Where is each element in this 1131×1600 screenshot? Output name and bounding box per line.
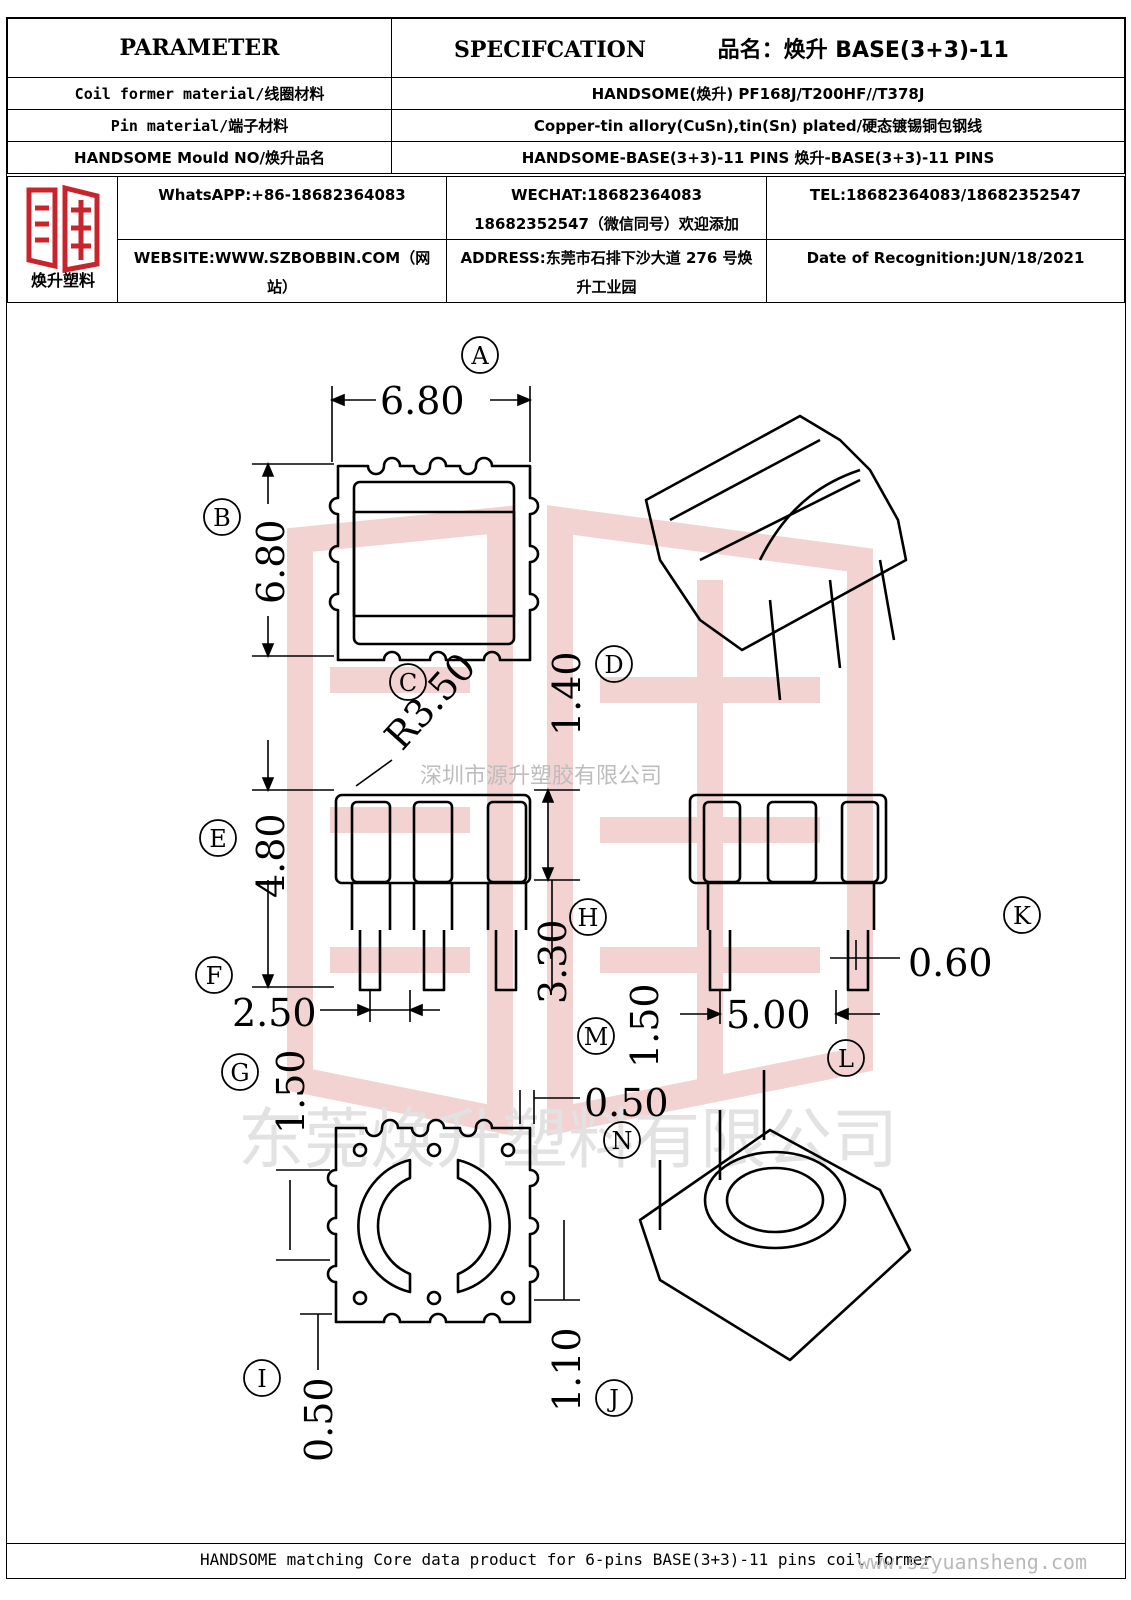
label-j: J [606, 1385, 619, 1413]
dim-n: 0.50 [584, 1081, 669, 1125]
pin-material-label: Pin material/端子材料 [7, 109, 392, 142]
dim-k: 0.60 [908, 941, 993, 985]
specification-heading: SPECIFCATION 品名：焕升 BASE(3+3)-11 [391, 18, 1125, 78]
watermark-logo [287, 505, 873, 1136]
coil-material-value: HANDSOME(焕升) PF168J/T200HF//T378J [391, 77, 1125, 110]
label-i: I [257, 1365, 266, 1393]
wechat: WECHAT:18682364083 18682352547（微信同号）欢迎添加 [446, 176, 767, 240]
specification-title: SPECIFCATION [454, 37, 646, 63]
label-l: L [838, 1045, 854, 1073]
dim-h: 3.30 [531, 919, 575, 1004]
label-f: F [206, 962, 223, 990]
dim-m: 1.50 [623, 983, 667, 1068]
dim-l: 5.00 [726, 993, 811, 1037]
side-view [688, 793, 888, 992]
website: WEBSITE:WWW.SZBOBBIN.COM（网站） [117, 239, 447, 303]
spec-sheet: PARAMETER SPECIFCATION 品名：焕升 BASE(3+3)-1… [6, 17, 1126, 1579]
bottom-view [326, 1118, 540, 1324]
dim-a: 6.80 [380, 379, 465, 423]
dim-i: 0.50 [297, 1377, 341, 1462]
dimension-lines [252, 386, 900, 1370]
coil-material-label: Coil former material/线圈材料 [7, 77, 392, 110]
front-view [334, 793, 532, 992]
dim-c: R3.50 [376, 644, 484, 758]
label-h: H [578, 904, 599, 932]
label-c: C [399, 669, 417, 697]
watermark-url: www.szyuansheng.com [858, 1550, 1087, 1574]
dim-j: 1.10 [545, 1327, 589, 1412]
dim-d: 1.40 [545, 651, 589, 736]
address: ADDRESS:东莞市石排下沙大道 276 号焕升工业园 [446, 239, 767, 303]
footer-caption: HANDSOME matching Core data product for … [7, 1543, 1125, 1578]
logo-caption: 焕升塑料 [30, 271, 94, 290]
company-logo-icon: 焕升塑料 [26, 184, 99, 290]
dim-b: 6.80 [249, 519, 293, 604]
label-b: B [213, 504, 231, 532]
recognition-date: Date of Recognition:JUN/18/2021 [766, 239, 1125, 303]
logo-cell: 焕升塑料 [7, 176, 118, 303]
watermark-cn-small: 深圳市源升塑胶有限公司 [420, 764, 662, 789]
company-info-table: 焕升塑料 WhatsAPP:+86-18682364083 WECHAT:186… [7, 176, 1125, 303]
parameter-table: PARAMETER SPECIFCATION 品名：焕升 BASE(3+3)-1… [7, 18, 1125, 174]
mould-no-label: HANDSOME Mould NO/焕升品名 [7, 141, 392, 174]
dim-e: 4.80 [249, 813, 293, 898]
label-d: D [604, 651, 623, 679]
isometric-view-bottom [638, 1070, 912, 1362]
top-view [328, 456, 540, 662]
telephone: TEL:18682364083/18682352547 [766, 176, 1125, 240]
mould-no-value: HANDSOME-BASE(3+3)-11 PINS 焕升-BASE(3+3)-… [391, 141, 1125, 174]
dim-g: 1.50 [269, 1049, 313, 1134]
circled-labels [195, 336, 1041, 1417]
label-m: M [584, 1023, 609, 1051]
label-n: N [612, 1127, 633, 1155]
label-k: K [1013, 902, 1032, 930]
label-g: G [230, 1059, 249, 1087]
label-letters: A B C D E F G H I J K L M N [206, 342, 1032, 1413]
label-a: A [470, 342, 489, 370]
dim-f: 2.50 [232, 991, 317, 1035]
product-name: 品名：焕升 BASE(3+3)-11 [717, 38, 1009, 63]
label-e: E [209, 825, 227, 853]
isometric-view-top [644, 414, 908, 701]
